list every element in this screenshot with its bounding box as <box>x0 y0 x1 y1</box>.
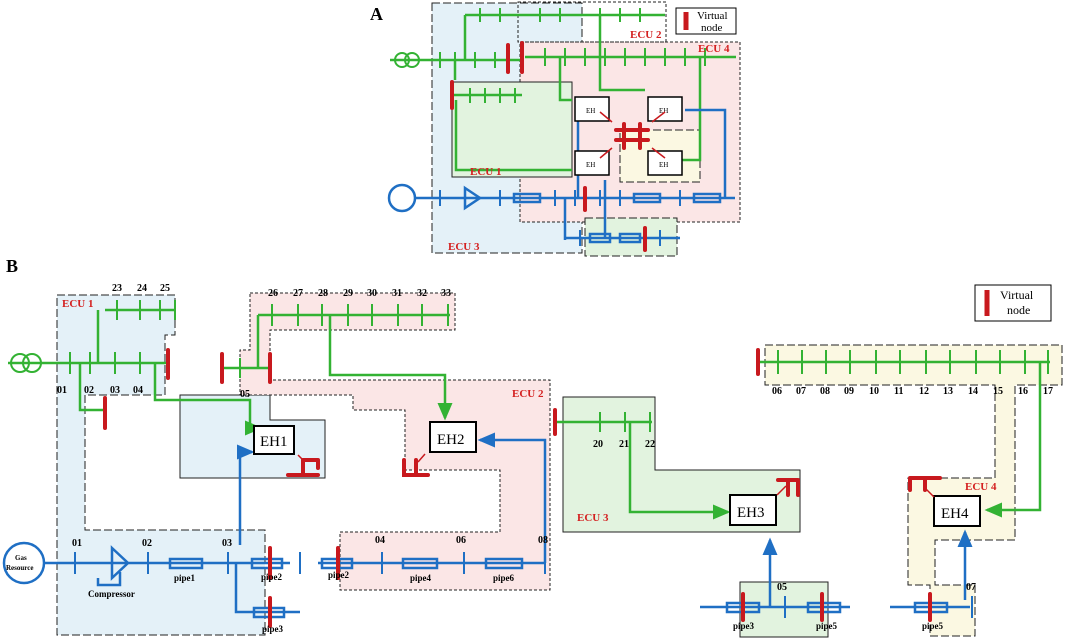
bus-30: 30 <box>367 288 377 299</box>
gas-node-07: 07 <box>966 582 976 593</box>
bus-23: 23 <box>112 283 122 294</box>
bus-13: 13 <box>943 386 953 397</box>
ecu1-label-a: ECU 1 <box>470 166 501 178</box>
pipe2a-label: pipe2 <box>261 572 283 582</box>
pipe5a-label: pipe5 <box>816 621 838 631</box>
ecu1-zone-b <box>56 294 266 636</box>
ecu2-label-b: ECU 2 <box>512 388 544 400</box>
ecu3-label-b: ECU 3 <box>577 512 609 524</box>
bus-25: 25 <box>160 283 170 294</box>
ecu4-zone-b <box>764 344 1063 637</box>
eh-a-1: EH <box>586 107 595 115</box>
ecu4-label-a: ECU 4 <box>698 43 730 55</box>
pipe4-label: pipe4 <box>410 573 432 583</box>
gas-node-02: 02 <box>142 538 152 549</box>
bus-16: 16 <box>1018 386 1028 397</box>
gas-node-04: 04 <box>375 535 385 546</box>
bus-21: 21 <box>619 439 629 450</box>
ecu2-label-a: ECU 2 <box>630 29 662 41</box>
gas-node-03: 03 <box>222 538 232 549</box>
bus-32: 32 <box>417 288 427 299</box>
bus-01: 01 <box>57 385 67 396</box>
bus-29: 29 <box>343 288 353 299</box>
ecu1-zone-a <box>451 81 573 178</box>
ecu1-label-b: ECU 1 <box>62 298 93 310</box>
bus-24: 24 <box>137 283 147 294</box>
ecu4-label-b: ECU 4 <box>965 481 997 493</box>
bus-26: 26 <box>268 288 278 299</box>
bus-20: 20 <box>593 439 603 450</box>
bus-12: 12 <box>919 386 929 397</box>
pipe2b-label: pipe2 <box>328 570 350 580</box>
panel-b: B <box>2 256 1063 638</box>
bus-28: 28 <box>318 288 328 299</box>
gas-node-01: 01 <box>72 538 82 549</box>
panel-a: A <box>370 1 741 257</box>
bus-08: 08 <box>820 386 830 397</box>
compressor-label: Compressor <box>88 589 135 599</box>
bus-33: 33 <box>441 288 451 299</box>
panel-b-letter: B <box>6 256 18 276</box>
eh2-label: EH2 <box>437 432 465 448</box>
bus-09: 09 <box>844 386 854 397</box>
eh-a-4: EH <box>659 161 668 169</box>
bus-07: 07 <box>796 386 806 397</box>
legend-a-line2: node <box>701 22 723 34</box>
pipe1-label: pipe1 <box>174 573 196 583</box>
bus-22: 22 <box>645 439 655 450</box>
gas-node-08: 08 <box>538 535 548 546</box>
gas-source-line1: Gas <box>15 554 27 562</box>
eh1-label: EH1 <box>260 434 288 450</box>
eh-a-3: EH <box>586 161 595 169</box>
bus-03: 03 <box>110 385 120 396</box>
panel-a-letter: A <box>370 4 383 24</box>
gas-node-05: 05 <box>777 582 787 593</box>
eh4-label: EH4 <box>941 506 969 522</box>
ecu3-label-a: ECU 3 <box>448 241 480 253</box>
bus-11: 11 <box>894 386 903 397</box>
bus-15: 15 <box>993 386 1003 397</box>
bus-06: 06 <box>772 386 782 397</box>
pipe5b-label: pipe5 <box>922 621 944 631</box>
ecu2-zone-a <box>517 1 667 43</box>
gas-source-line2: Resource <box>6 564 33 572</box>
eh-a-2: EH <box>659 107 668 115</box>
pipe3a-label: pipe3 <box>262 624 284 634</box>
bus-10: 10 <box>869 386 879 397</box>
bus-02: 02 <box>84 385 94 396</box>
legend-b-line2: node <box>1007 303 1030 317</box>
pipe3b-label: pipe3 <box>733 621 755 631</box>
bus-27: 27 <box>293 288 303 299</box>
legend-b-line1: Virtual <box>1000 288 1034 302</box>
eh3-label: EH3 <box>737 505 765 521</box>
bus-14: 14 <box>968 386 978 397</box>
bus-17: 17 <box>1043 386 1053 397</box>
bus-04: 04 <box>133 385 143 396</box>
legend-a-line1: Virtual <box>697 10 728 22</box>
gas-node-06: 06 <box>456 535 466 546</box>
bus-31: 31 <box>392 288 402 299</box>
pipe6-label: pipe6 <box>493 573 515 583</box>
bus-05: 05 <box>240 389 250 400</box>
